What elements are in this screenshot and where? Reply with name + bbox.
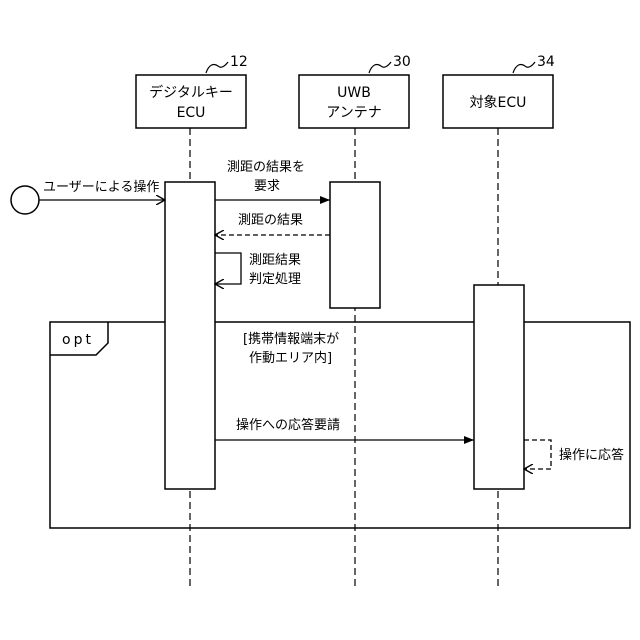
self-message-judgement: 測距結果 判定処理 [215,253,301,287]
activation-target-ecu [474,285,524,489]
fragment-guard: [携帯情報端末が [243,331,339,347]
message-label: 測距結果 [249,253,301,268]
message-label: ユーザーによる操作 [43,179,159,195]
fragment-operator: opt [62,332,94,348]
activation-digital-key-ecu [165,182,215,489]
reference-number: 34 [537,54,555,70]
participant-name: アンテナ [326,105,381,121]
message-label: 要求 [254,179,280,194]
message-request-ranging-result: 測距の結果を 要求 [215,160,330,200]
message-label: 測距の結果 [238,213,303,228]
message-label: 測距の結果を [227,160,305,175]
participant-digital-key-ecu: デジタルキー ECU 12 [136,54,248,128]
reference-number: 12 [230,54,248,70]
participant-name: ECU [177,105,206,121]
participant-name: デジタルキー [149,84,233,101]
reference-leader [369,62,391,73]
activations [165,182,524,489]
initial-node [11,186,39,214]
self-message-respond: 操作に応答 [524,440,624,469]
message-ranging-result: 測距の結果 [215,213,330,235]
message-label: 操作に応答 [559,447,624,463]
participant-name: 対象ECU [470,95,527,111]
reference-leader [513,62,535,73]
reference-leader [206,62,228,73]
participant-uwb-antenna: UWB アンテナ 30 [299,54,411,128]
fragment-guard: 作動エリア内] [249,350,332,366]
message-label: 操作への応答要請 [236,417,340,433]
participant-target-ecu: 対象ECU 34 [443,54,555,128]
reference-number: 30 [393,54,411,70]
message-user-operation: ユーザーによる操作 [39,179,165,200]
activation-uwb-antenna [330,182,380,308]
message-response-request: 操作への応答要請 [215,417,474,440]
participant-name: UWB [337,85,371,101]
message-label: 判定処理 [249,272,301,287]
